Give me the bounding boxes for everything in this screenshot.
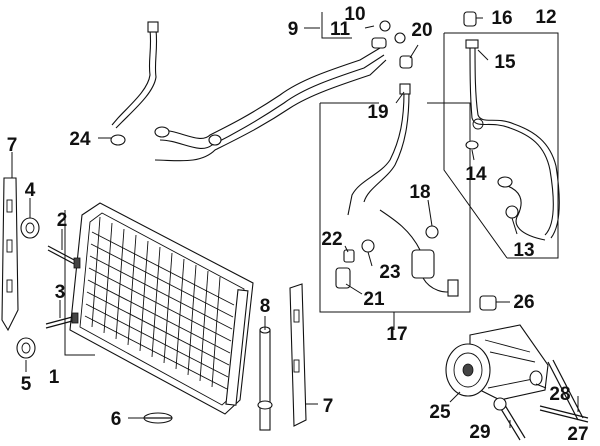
isolator-4 bbox=[20, 217, 40, 239]
callout-29: 29 bbox=[469, 422, 490, 443]
callout-14: 14 bbox=[465, 164, 487, 185]
bolt-29 bbox=[493, 397, 526, 441]
callout-5: 5 bbox=[21, 374, 32, 395]
callout-4: 4 bbox=[25, 180, 36, 201]
bracket-bolt-3 bbox=[45, 312, 79, 329]
cap-20 bbox=[399, 55, 413, 69]
o-ring-10 bbox=[379, 20, 406, 44]
expansion-valve-17 bbox=[379, 209, 459, 297]
hose-24 bbox=[110, 21, 159, 146]
switch-22 bbox=[343, 249, 355, 263]
callout-20: 20 bbox=[411, 20, 432, 41]
hose-13 bbox=[465, 39, 560, 241]
callout-7-left: 7 bbox=[7, 135, 18, 156]
side-bracket-left bbox=[1, 177, 19, 332]
callout-13: 13 bbox=[513, 240, 534, 261]
side-bracket-right bbox=[289, 283, 307, 427]
callout-27: 27 bbox=[567, 424, 588, 445]
callout-9: 9 bbox=[288, 19, 299, 40]
callout-7-right: 7 bbox=[323, 396, 334, 417]
callout-17: 17 bbox=[386, 324, 407, 345]
callout-15: 15 bbox=[494, 52, 516, 73]
callout-11: 11 bbox=[330, 19, 351, 40]
callout-10: 10 bbox=[344, 4, 365, 25]
condenser-fins bbox=[84, 216, 235, 390]
leader-lines bbox=[11, 17, 579, 428]
callout-26: 26 bbox=[513, 292, 534, 313]
callout-3: 3 bbox=[55, 282, 66, 303]
group-box-12 bbox=[443, 32, 559, 259]
callout-16: 16 bbox=[491, 8, 512, 29]
callout-18: 18 bbox=[409, 182, 430, 203]
callout-25: 25 bbox=[429, 402, 451, 423]
compressor-25 bbox=[445, 324, 549, 401]
condenser-assembly bbox=[69, 202, 254, 415]
o-ring-23 bbox=[361, 239, 375, 253]
callout-6: 6 bbox=[111, 409, 122, 430]
cap-16 bbox=[463, 11, 477, 27]
group-box-9-11 bbox=[304, 12, 352, 39]
callout-labels: 1 2 3 4 5 6 7 7 8 9 10 11 12 13 14 15 16… bbox=[7, 4, 589, 445]
callout-21: 21 bbox=[363, 289, 385, 310]
suction-hose-9 bbox=[154, 37, 387, 162]
callout-22: 22 bbox=[321, 229, 342, 250]
callout-23: 23 bbox=[379, 262, 400, 283]
receiver-drier-8 bbox=[257, 326, 273, 431]
hose-19 bbox=[347, 83, 411, 216]
nut-28 bbox=[529, 370, 543, 386]
callout-1: 1 bbox=[49, 367, 60, 388]
group-box-17 bbox=[319, 102, 471, 313]
callout-19: 19 bbox=[367, 102, 388, 123]
bolt-6 bbox=[143, 412, 173, 424]
group-box-1 bbox=[64, 210, 95, 356]
bracket-26 bbox=[479, 295, 497, 311]
callout-2: 2 bbox=[57, 210, 68, 231]
callout-12: 12 bbox=[535, 7, 556, 28]
callout-8: 8 bbox=[260, 296, 271, 317]
o-ring-14 bbox=[465, 118, 484, 150]
callout-28: 28 bbox=[549, 384, 570, 405]
isolator-5 bbox=[16, 337, 36, 359]
callout-24: 24 bbox=[69, 129, 91, 150]
bracket-bolt-2 bbox=[47, 245, 81, 269]
o-ring-18 bbox=[425, 225, 439, 239]
sensor-21 bbox=[335, 267, 351, 289]
